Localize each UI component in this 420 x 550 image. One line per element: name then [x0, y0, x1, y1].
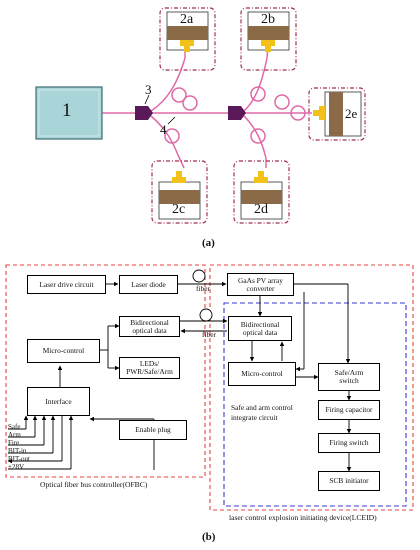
interface-box: Interface	[27, 387, 90, 416]
device-2b	[240, 7, 297, 71]
leds-box: LEDs/PWR/Safe/Arm	[119, 357, 180, 379]
micro-control-box-lceid: Micro-control	[228, 362, 296, 386]
label-fiber-4: 4	[160, 122, 167, 137]
firing-switch-box: Firing switch	[318, 433, 380, 453]
fiber-loop-top	[192, 269, 206, 283]
label-device-2d: 2d	[254, 202, 268, 217]
laser-drive-circuit-box: Laser drive circuit	[27, 275, 106, 294]
device-2e	[308, 87, 366, 141]
fiber-network	[102, 45, 312, 169]
signal-fire: Fire	[8, 439, 20, 447]
label-device-2e: 2e	[345, 106, 358, 121]
fiber-label-top: fiber	[196, 284, 210, 293]
laser-diode-box: Laser diode	[119, 275, 178, 294]
lceid-region	[209, 264, 414, 511]
caption-a: (a)	[202, 237, 215, 249]
coupler-left	[135, 106, 153, 120]
lceid-caption: laser control explosion initiating devic…	[229, 513, 377, 522]
figure-b	[5, 264, 414, 511]
scb-initiator-box: SCB initiator	[318, 471, 380, 491]
coupler-right	[228, 106, 246, 120]
micro-control-box-ofbc: Micro-control	[27, 339, 100, 363]
ofbc-caption: Optical fiber bus controller(OFBC)	[40, 480, 148, 489]
label-source-1: 1	[62, 100, 72, 121]
label-coupler-3: 3	[145, 82, 152, 97]
signal-bit-out: BIT-out	[8, 455, 30, 463]
signal-safe: Safe	[8, 423, 21, 431]
label-device-2a: 2a	[180, 12, 194, 27]
source-box	[35, 86, 103, 140]
label-device-2c: 2c	[172, 202, 186, 217]
signal-bit-in: BIT-in	[8, 447, 27, 455]
figure-a	[35, 7, 366, 224]
fiber-loop-bottom	[199, 308, 213, 322]
label-device-2b: 2b	[261, 12, 275, 27]
caption-b: (b)	[202, 531, 216, 543]
device-2d	[233, 160, 290, 224]
device-2a	[159, 7, 216, 71]
fiber-label-bottom: fiber	[202, 330, 216, 339]
signal-arm: Arm	[8, 431, 21, 439]
firing-capacitor-box: Firing capacitor	[318, 400, 380, 420]
ofbc-region	[5, 264, 206, 478]
device-2c	[151, 160, 208, 224]
signal-28v: +28V	[8, 463, 25, 471]
enable-plug-box: Enable plug	[119, 420, 187, 440]
integrate-region	[223, 302, 407, 507]
